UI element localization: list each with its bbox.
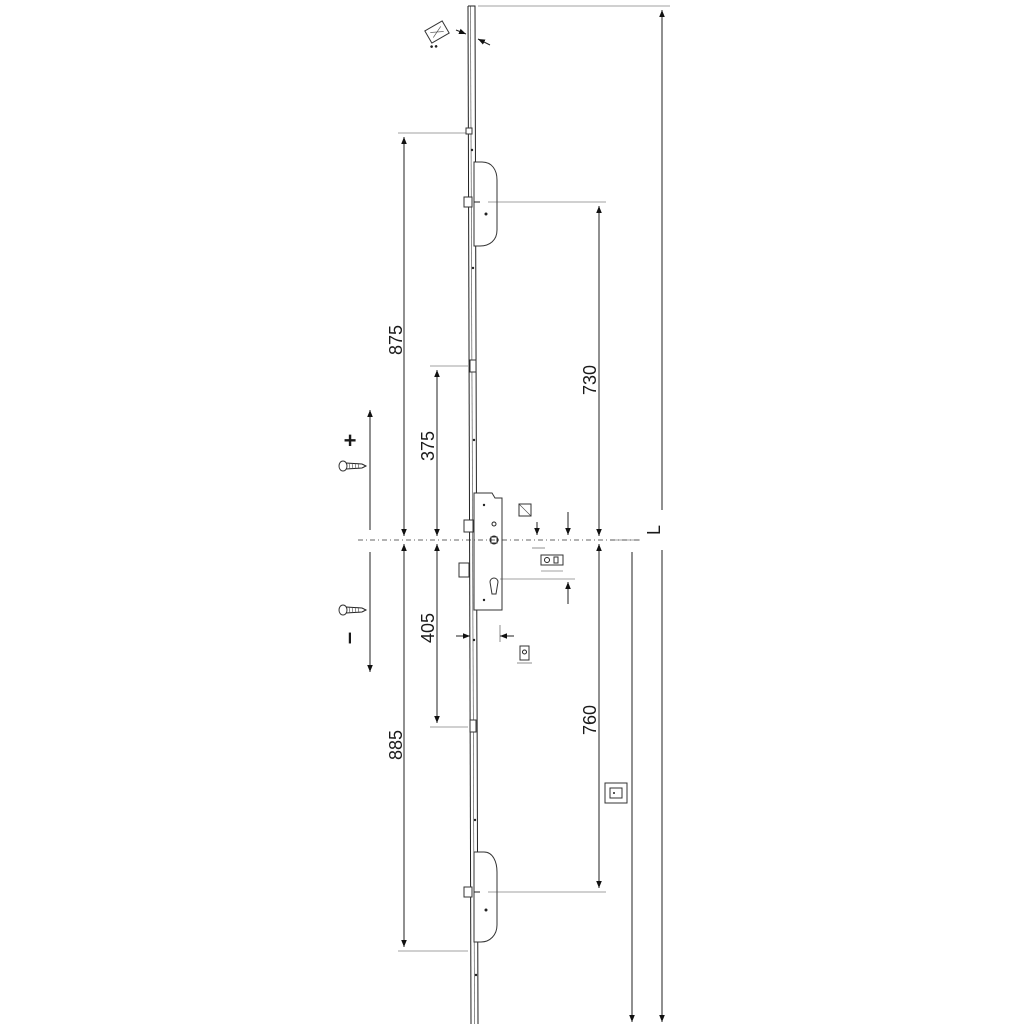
dim-405 [430,547,468,728]
local-dims [456,512,575,642]
adjust-plus-label: + [344,428,357,453]
dim-875 [398,132,466,534]
dim-total-label: L [644,525,664,535]
latch-icon [517,645,532,664]
keep-box-icon [604,782,628,804]
dim-760-label: 760 [580,705,600,735]
dim-bottom-right [610,539,640,1022]
dim-760 [488,547,606,893]
top-hook-lock [463,161,498,247]
adjust-minus-label: – [336,632,361,644]
dim-730-label: 730 [580,365,600,395]
end-plate-icon [424,20,450,48]
top-thickness-arrows [455,28,491,46]
strip-rollers [465,127,478,977]
dim-885-label: 885 [386,730,406,760]
bottom-hook-lock [463,851,498,943]
keep-icon [540,554,564,572]
dim-730 [488,201,606,534]
square-spindle-icon [518,503,532,517]
dim-375-label: 375 [418,431,438,461]
dim-875-label: 875 [386,325,406,355]
central-gearbox [458,492,503,611]
screw-icon [338,604,368,616]
dim-405-label: 405 [418,613,438,643]
screw-icon [338,460,368,472]
dim-total [478,5,670,1022]
dim-375 [430,365,468,534]
dim-885 [398,547,468,952]
center-arrows-left [401,528,440,552]
